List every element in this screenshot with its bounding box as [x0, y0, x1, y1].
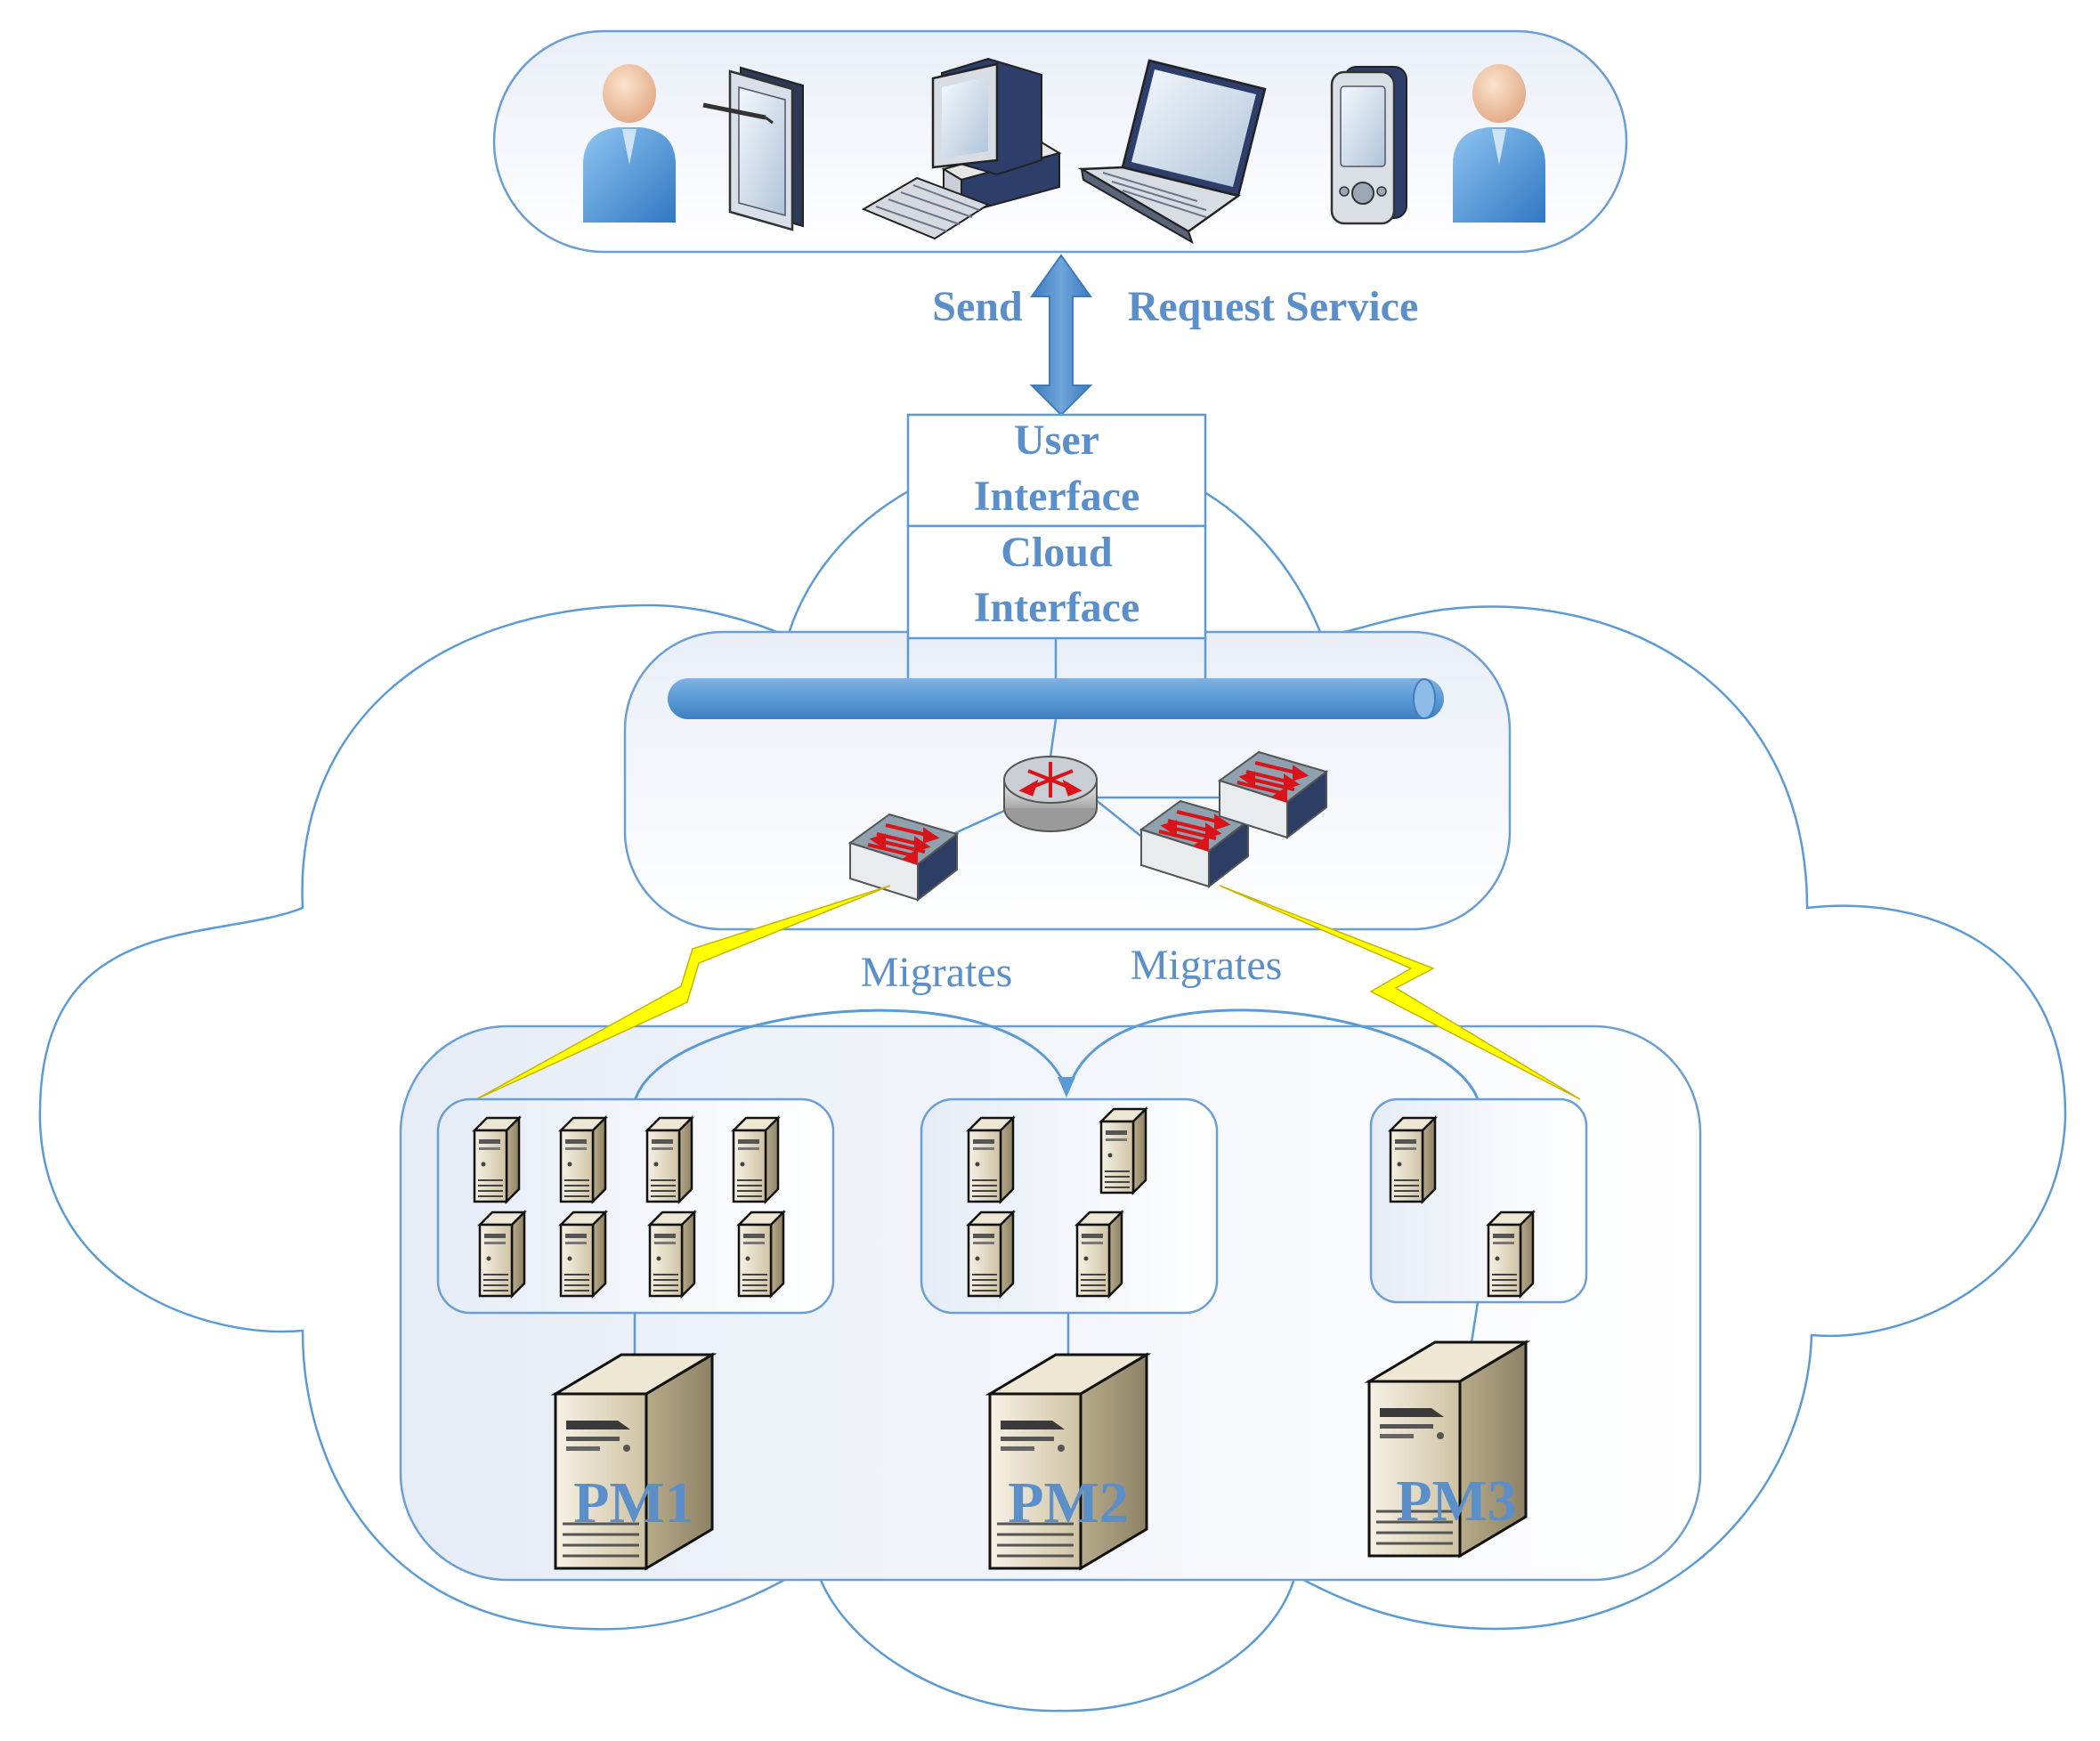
user-interface-box: [906, 413, 1207, 528]
migrates-label-left: Migrates: [861, 949, 1013, 996]
vm-server-icon: [1099, 1107, 1147, 1194]
pm2-label: PM2: [1008, 1470, 1129, 1535]
desktop-computer-icon: [861, 57, 1062, 240]
vm-server-icon: [645, 1116, 693, 1203]
vm-server-icon: [967, 1211, 1015, 1298]
migrates-label-right: Migrates: [1131, 942, 1283, 989]
laptop-icon: [1077, 59, 1267, 245]
vm-group-pm2: [920, 1097, 1219, 1315]
request-service-label: Request Service: [1128, 283, 1419, 330]
user-icon: [583, 64, 676, 223]
cloud-interface-label-line2: Interface: [974, 584, 1140, 631]
vm-server-icon: [1075, 1211, 1123, 1298]
vm-server-icon: [478, 1211, 526, 1298]
vm-server-icon: [559, 1211, 607, 1298]
cloud-interface-label-line1: Cloud: [1001, 529, 1113, 576]
vm-server-icon: [648, 1211, 696, 1298]
router-icon: [1003, 756, 1098, 832]
user-interface-label-line1: User: [1014, 417, 1099, 464]
pm1-label: PM1: [573, 1470, 694, 1535]
interface-connectors: [906, 638, 1207, 684]
pda-icon: [1330, 66, 1407, 225]
vm-server-icon: [1389, 1116, 1437, 1203]
request-arrow: [1029, 254, 1093, 417]
tablet-icon: [702, 66, 804, 231]
vm-server-icon: [737, 1211, 785, 1298]
send-label: Send: [932, 283, 1023, 330]
vm-server-icon: [473, 1116, 521, 1203]
migrate-arrows: [633, 1008, 1480, 1103]
vm-server-icon: [732, 1116, 780, 1203]
vm-server-icon: [967, 1116, 1015, 1203]
vm-server-icon: [1487, 1211, 1535, 1298]
user-icon: [1453, 64, 1545, 223]
pm1-server-icon: [554, 1353, 714, 1570]
lightning-link-right: [1219, 885, 1581, 1100]
network-bus: [668, 678, 1444, 719]
cloud-interface-box: [906, 524, 1207, 640]
pm2-server-icon: [988, 1353, 1148, 1570]
user-interface-label-line2: Interface: [974, 473, 1140, 520]
pm3-label: PM3: [1396, 1469, 1517, 1534]
vm-server-icon: [559, 1116, 607, 1203]
